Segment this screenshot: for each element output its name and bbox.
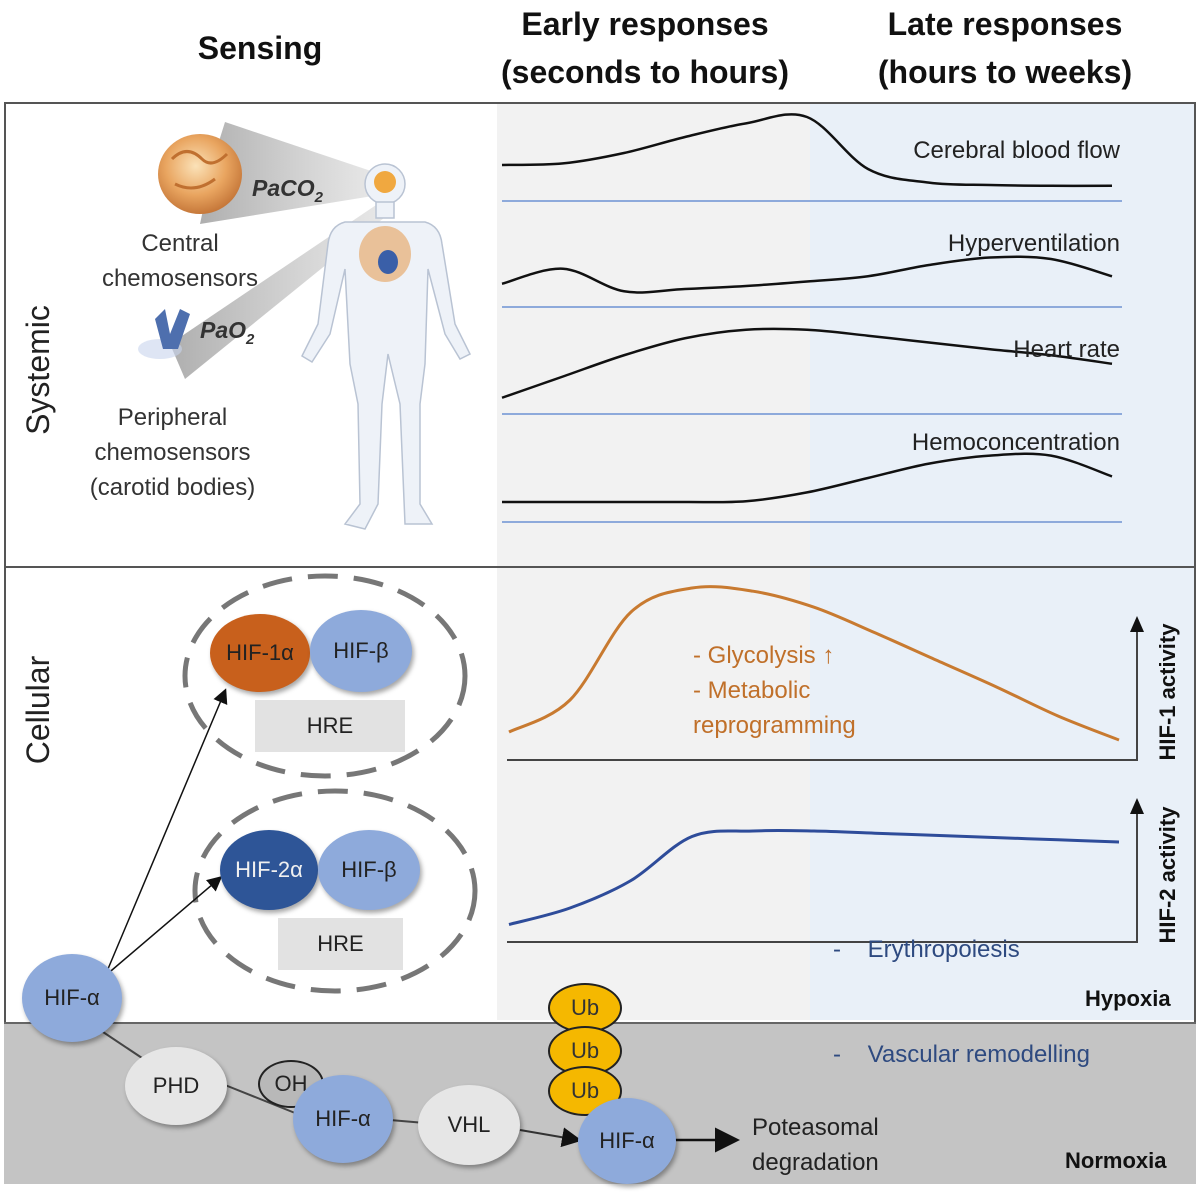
header-sensing: Sensing xyxy=(197,30,323,66)
hif-activity-curves xyxy=(507,585,1144,943)
hif1-activity-axis-label: HIF-1 activity xyxy=(1155,623,1180,761)
hif1-effect-2: - Metabolic xyxy=(693,677,811,704)
hif1-axes xyxy=(507,630,1138,761)
curve-label-hyperventilation: Hyperventilation xyxy=(947,230,1120,257)
peripheral-line3: (carotid bodies) xyxy=(89,474,256,501)
hif1a-node: HIF-1α xyxy=(210,614,310,692)
hif2-axis-arrow-icon xyxy=(1130,798,1144,814)
early-phase-background xyxy=(497,104,810,1020)
hif-alpha-node-ubiquitinated: HIF-α xyxy=(578,1098,676,1184)
central-line2: chemosensors xyxy=(101,265,259,292)
ubiquitin-3: Ub xyxy=(548,1066,622,1116)
peripheral-line1: Peripheral xyxy=(117,404,228,431)
hif2a-node: HIF-2α xyxy=(220,830,318,910)
curve-label-cerebral-blood-flow: Cerebral blood flow xyxy=(913,137,1120,164)
phd-node: PHD xyxy=(125,1047,227,1125)
curve-hif2-activity xyxy=(508,829,1120,926)
arrow-to-hif2a xyxy=(104,876,223,977)
peripheral-line2: chemosensors xyxy=(94,439,251,466)
paco2-label: PaCO2 xyxy=(252,175,324,206)
hif-alpha-node-start: HIF-α xyxy=(22,954,122,1042)
curve-cerebral-blood-flow xyxy=(501,113,1113,188)
curve-hif1-activity xyxy=(508,585,1120,742)
hif2-activity-axis-label: HIF-2 activity xyxy=(1155,806,1180,944)
central-chemosensors-label: Central chemosensors xyxy=(80,226,280,296)
peripheral-chemosensors-label: Peripheral chemosensors (carotid bodies) xyxy=(60,400,285,505)
hif2-axes xyxy=(507,812,1138,943)
hif-beta-node-1: HIF-β xyxy=(310,610,412,692)
complex1-dashed-boundary xyxy=(182,573,468,779)
normoxia-label: Normoxia xyxy=(1065,1148,1167,1173)
arrow-to-hif1a xyxy=(104,688,228,977)
vhl-node: VHL xyxy=(418,1085,520,1165)
pao2-label: PaO2 xyxy=(200,317,255,348)
carotid-body-icon xyxy=(138,309,190,359)
hif1-effect-3: reprogramming xyxy=(693,712,856,739)
heart-icon xyxy=(378,250,398,274)
hif2-effect-1: - Erythropoiesis xyxy=(833,936,1020,963)
proteasomal-degradation-label: Poteasomal degradation xyxy=(752,1110,879,1180)
hif-alpha-node-hydroxylated: HIF-α xyxy=(293,1075,393,1163)
brain-icon xyxy=(158,134,242,214)
human-body-icon xyxy=(301,163,472,530)
degradation-line1: Poteasomal xyxy=(752,1114,879,1141)
arrow-vhl-to-hif xyxy=(519,1127,582,1148)
hypoxia-label: Hypoxia xyxy=(1085,986,1171,1011)
hif1-effect-1: - Glycolysis ↑ xyxy=(693,642,835,669)
curve-label-heart-rate: Heart rate xyxy=(1013,336,1120,363)
hif1-effects-text: - Glycolysis ↑ - Metabolic reprogramming xyxy=(693,638,856,743)
curve-hemoconcentration xyxy=(502,452,1113,504)
sensing-illustration: PaCO2 PaO2 xyxy=(138,122,472,530)
central-line1: Central xyxy=(141,230,219,257)
systemic-response-curves xyxy=(501,113,1122,523)
hre-box-1: HRE xyxy=(255,700,405,752)
header-late-responses: Late responses (hours to weeks) xyxy=(835,0,1175,96)
curve-label-hemoconcentration: Hemoconcentration xyxy=(911,429,1120,456)
header-late-line2: (hours to weeks) xyxy=(877,54,1133,90)
header-late-line1: Late responses xyxy=(887,6,1123,42)
hif-complex-diagram xyxy=(104,573,478,994)
hif1-axis-arrow-icon xyxy=(1130,616,1144,632)
hif-beta-node-2: HIF-β xyxy=(318,830,420,910)
hre-box-2: HRE xyxy=(278,918,403,970)
header-early-line1: Early responses xyxy=(521,6,769,42)
paco2-projection-beam xyxy=(200,122,385,224)
hif2-effect-2: - Vascular remodelling xyxy=(833,1041,1090,1068)
complex2-dashed-boundary xyxy=(192,788,478,994)
curve-heart-rate xyxy=(501,327,1113,399)
hif2-effects-text: - Erythropoiesis - Vascular remodelling xyxy=(833,862,1090,1107)
curve-hyperventilation xyxy=(501,255,1113,294)
header-early-line2: (seconds to hours) xyxy=(500,54,789,90)
degradation-line2: degradation xyxy=(752,1149,879,1176)
header-early-responses: Early responses (seconds to hours) xyxy=(470,0,820,96)
